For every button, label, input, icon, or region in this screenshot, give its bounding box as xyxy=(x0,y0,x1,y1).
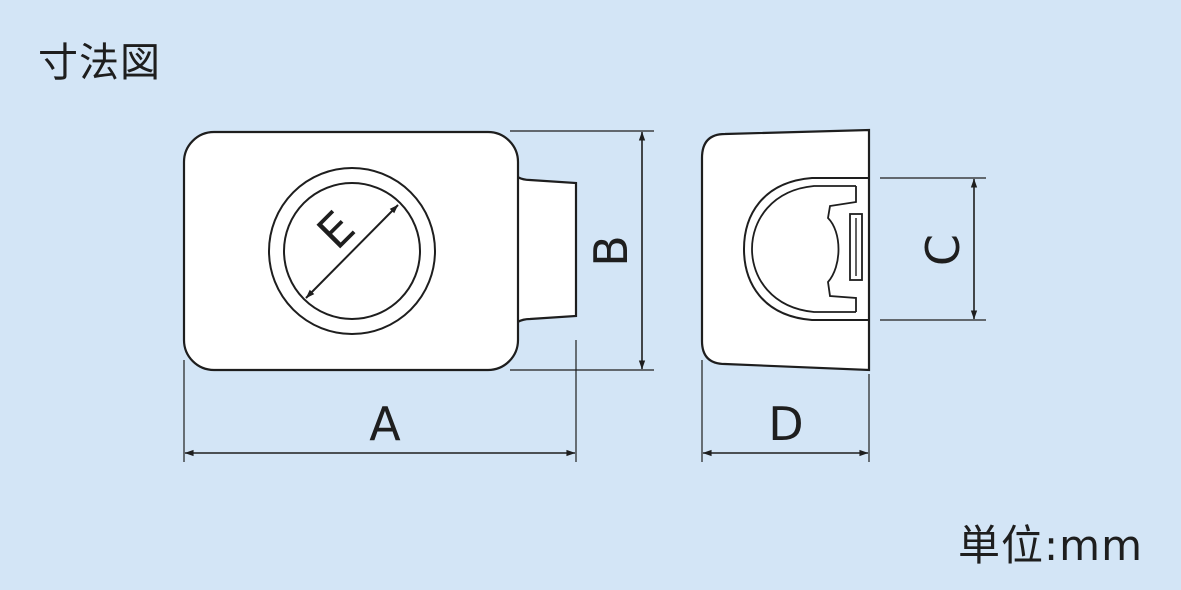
dim-a-label: A xyxy=(369,397,401,451)
side-clip xyxy=(827,186,857,312)
unit-label: 単位:mm xyxy=(958,521,1143,570)
dim-e-arrow xyxy=(305,204,399,299)
dim-c-label: C xyxy=(916,234,970,266)
front-view xyxy=(182,130,578,372)
extension-lines xyxy=(183,130,986,462)
side-clip-slot xyxy=(849,213,863,281)
dim-d-label: D xyxy=(768,397,803,451)
side-arch-inner xyxy=(751,185,856,313)
side-body xyxy=(700,128,871,372)
diagram-title: 寸法図 xyxy=(38,40,161,86)
side-view xyxy=(700,128,871,372)
side-arch xyxy=(742,177,869,321)
dim-b-label: B xyxy=(584,235,638,267)
